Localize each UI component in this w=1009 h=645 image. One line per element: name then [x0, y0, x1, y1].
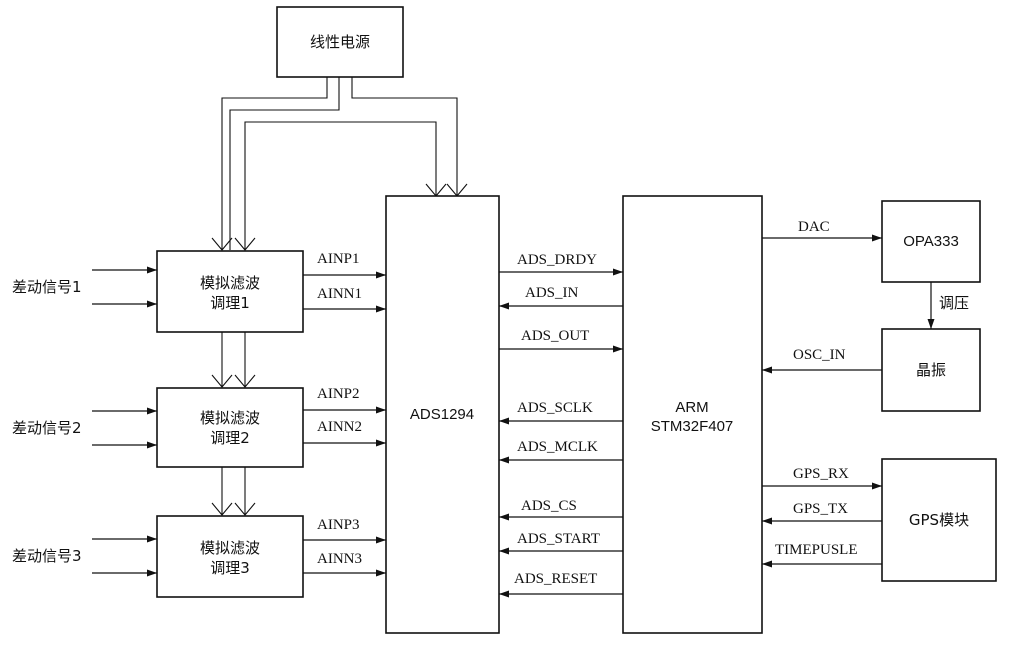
filter-block-2: 模拟滤波 调理2 — [156, 387, 304, 468]
sig-ads-reset-label: ADS_RESET — [514, 571, 597, 587]
mcu-label-line2: STM32F407 — [651, 418, 734, 435]
dac-link: DAC — [762, 219, 882, 242]
filter-3-subtitle: 调理3 — [210, 559, 250, 577]
power-supply-block: 线性电源 — [276, 6, 404, 78]
ainp3-label: AINP3 — [317, 517, 360, 533]
filter-block-3: 模拟滤波 调理3 — [156, 515, 304, 598]
ainn3-label: AINN3 — [317, 551, 362, 567]
mcu-block: ARM STM32F407 — [622, 195, 763, 634]
osc-label: 晶振 — [916, 361, 946, 379]
adc-block: ADS1294 — [385, 195, 500, 634]
gps-label: GPS模块 — [909, 511, 969, 529]
sig-ads-out-label: ADS_OUT — [521, 328, 589, 344]
gps-links: GPS_RX GPS_TX TIMEPUSLE — [762, 466, 882, 568]
tune-label: 调压 — [939, 294, 969, 312]
input-signal-3: 差动信号3 — [12, 535, 157, 577]
ainn2-label: AINN2 — [317, 419, 362, 435]
input-2-label: 差动信号2 — [12, 419, 82, 437]
opa-label: OPA333 — [903, 233, 959, 250]
sig-ads-start-label: ADS_START — [517, 531, 600, 547]
sig-ads-cs-label: ADS_CS — [521, 498, 577, 514]
gps-block: GPS模块 — [881, 458, 997, 582]
filter-2-title: 模拟滤波 — [200, 409, 260, 427]
ainp1-label: AINP1 — [317, 251, 360, 267]
osc-block: 晶振 — [881, 328, 981, 412]
dac-label: DAC — [798, 219, 830, 235]
power-bus — [211, 77, 468, 251]
input-signal-1: 差动信号1 — [12, 266, 157, 308]
sig-ads-mclk-label: ADS_MCLK — [517, 439, 598, 455]
osc-in-link: OSC_IN — [762, 347, 882, 374]
ainp2-label: AINP2 — [317, 386, 360, 402]
filter-3-title: 模拟滤波 — [200, 539, 260, 557]
mcu-label-line1: ARM — [675, 399, 708, 416]
ainn1-label: AINN1 — [317, 286, 362, 302]
input-3-label: 差动信号3 — [12, 547, 82, 565]
filter-1-title: 模拟滤波 — [200, 274, 260, 292]
tune-link: 调压 — [927, 282, 969, 329]
filter-adc-links: AINP1 AINN1 AINP2 AINN2 AINP3 AINN3 — [303, 251, 386, 577]
filter-1-subtitle: 调理1 — [210, 294, 250, 312]
adc-mcu-links: ADS_DRDY ADS_IN ADS_OUT ADS_SCLK ADS_MCL… — [499, 252, 623, 598]
timepulse-label: TIMEPUSLE — [775, 542, 858, 558]
sig-ads-sclk-label: ADS_SCLK — [517, 400, 593, 416]
osc-in-label: OSC_IN — [793, 347, 846, 363]
gps-tx-label: GPS_TX — [793, 501, 848, 517]
sig-ads-in-label: ADS_IN — [525, 285, 579, 301]
filter-block-1: 模拟滤波 调理1 — [156, 250, 304, 333]
input-signal-2: 差动信号2 — [12, 407, 157, 449]
sig-ads-drdy-label: ADS_DRDY — [517, 252, 597, 268]
adc-label: ADS1294 — [410, 406, 474, 423]
input-1-label: 差动信号1 — [12, 278, 82, 296]
opa-block: OPA333 — [881, 200, 981, 283]
filter-power-chain — [211, 332, 256, 516]
power-supply-label: 线性电源 — [310, 33, 370, 51]
gps-rx-label: GPS_RX — [793, 466, 849, 482]
filter-2-subtitle: 调理2 — [210, 429, 250, 447]
